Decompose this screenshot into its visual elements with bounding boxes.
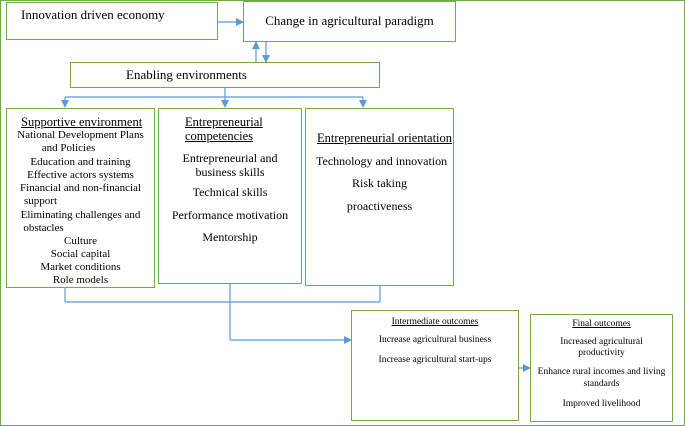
intermediate-item: Increase agricultural start-ups (378, 355, 492, 365)
enabling-box: Enabling environments (70, 62, 380, 88)
supportive-item: National Development Plans (17, 129, 144, 141)
competencies-title: Entrepreneurial (185, 115, 263, 129)
innovation-box: Innovation driven economy (6, 2, 218, 40)
supportive-item: Culture (64, 235, 97, 247)
orientation-item: Risk taking (351, 176, 407, 190)
final-item: Increased agricultural (560, 337, 643, 347)
supportive-item: obstacles (23, 222, 64, 234)
competencies-item: business skills (195, 165, 265, 179)
paradigm-box: Change in agricultural paradigm (243, 1, 456, 42)
paradigm-label: Change in agricultural paradigm (265, 13, 434, 28)
intermediate-item: Increase agricultural business (378, 335, 492, 345)
supportive-item: Effective actors systems (27, 169, 134, 181)
competencies-item: Entrepreneurial and (182, 151, 278, 165)
supportive-item: Market conditions (40, 261, 121, 273)
supportive-item: Eliminating challenges and (20, 209, 141, 221)
competencies-item: Performance motivation (171, 208, 289, 222)
orientation-title: Entrepreneurial orientation (317, 131, 453, 145)
supportive-box: Supportive environment National Developm… (6, 108, 155, 288)
supportive-item: Education and training (30, 156, 131, 168)
final-item: productivity (578, 348, 625, 358)
final-item: standards (583, 379, 620, 389)
supportive-item: Role models (52, 274, 109, 286)
supportive-item: Social capital (50, 248, 111, 260)
final-item: Enhance rural incomes and living (537, 367, 666, 377)
supportive-item: and Policies (41, 142, 96, 154)
competencies-title: competencies (185, 129, 254, 143)
supportive-item: support (24, 195, 57, 207)
supportive-item: Financial and non-financial (20, 182, 141, 194)
supportive-title: Supportive environment (21, 115, 143, 129)
orientation-item: proactiveness (346, 199, 413, 213)
final-item: Improved livelihood (562, 399, 641, 409)
orientation-box: Entrepreneurial orientation Technology a… (305, 108, 454, 286)
competencies-box: Entrepreneurial competencies Entrepreneu… (158, 108, 302, 284)
orientation-item: Technology and innovation (316, 154, 448, 168)
innovation-label: Innovation driven economy (21, 7, 165, 22)
enabling-label: Enabling environments (126, 67, 247, 82)
intermediate-title: Intermediate outcomes (391, 317, 479, 327)
competencies-item: Mentorship (202, 230, 258, 244)
competencies-item: Technical skills (192, 185, 268, 199)
final-title: Final outcomes (572, 319, 631, 329)
final-box: Final outcomes Increased agricultural pr… (530, 314, 673, 422)
intermediate-box: Intermediate outcomes Increase agricultu… (351, 310, 519, 421)
